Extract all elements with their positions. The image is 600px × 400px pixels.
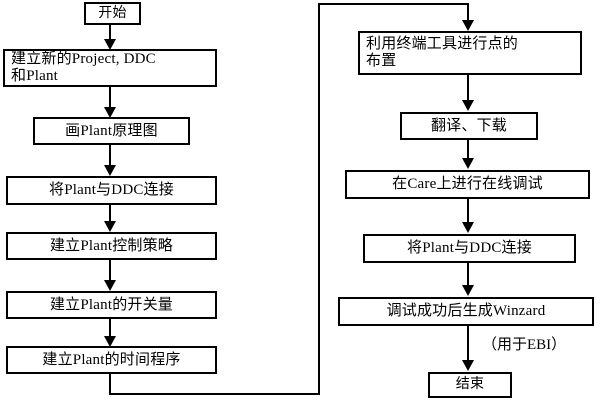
node-time-program[interactable]: 建立Plant的时间程序 [6,346,217,374]
connector-time-program-down [109,374,111,395]
node-generate-winzard-label: 调试成功后生成Winzard [386,303,546,320]
arrowhead-draw-schematic [104,107,116,118]
arrowhead-connect-plant-2 [462,222,474,233]
node-end-label: 结束 [455,377,485,393]
node-create-project-label: 建立新的Project, DDC 和Plant [11,51,156,84]
arrowhead-end [462,360,474,371]
connector-draw-schematic-to-connect-plant-1 [109,145,111,167]
node-create-project[interactable]: 建立新的Project, DDC 和Plant [3,49,217,87]
arrowhead-switch-quantity [104,280,116,291]
node-connect-plant-ddc-1[interactable]: 将Plant与DDC连接 [6,176,217,205]
connector-top-horizontal [318,3,469,5]
connector-online-debug-to-connect-plant-2 [467,199,469,223]
node-online-debug-label: 在Care上进行在线调试 [392,176,543,193]
node-connect-plant-ddc-2-label: 将Plant与DDC连接 [407,240,532,257]
node-switch-quantity[interactable]: 建立Plant的开关量 [6,291,217,319]
connector-start-to-create-project [109,25,111,42]
node-translate-download[interactable]: 翻译、下载 [400,112,538,140]
arrowhead-time-program [104,336,116,347]
connector-right-riser [318,3,320,395]
connector-point-layout-to-translate-download [467,75,469,101]
node-draw-schematic[interactable]: 画Plant原理图 [33,117,190,145]
node-point-layout-label: 利用终端工具进行点的 布置 [366,36,519,69]
node-control-strategy[interactable]: 建立Plant控制策略 [6,232,217,260]
node-online-debug[interactable]: 在Care上进行在线调试 [345,170,590,199]
connector-create-project-to-draw-schematic [109,87,111,108]
winzard-annotation: （用于EBI） [482,337,567,353]
node-point-layout[interactable]: 利用终端工具进行点的 布置 [358,31,582,75]
node-translate-download-label: 翻译、下载 [430,117,507,134]
connector-switch-quantity-to-time-program [109,319,111,337]
node-start-label: 开始 [98,5,127,21]
connector-into-point-layout [467,3,469,21]
arrowhead-translate-download [462,100,474,111]
node-switch-quantity-label: 建立Plant的开关量 [49,296,174,313]
node-end[interactable]: 结束 [428,372,512,398]
connector-control-strategy-to-switch-quantity [109,260,111,282]
connector-generate-winzard-to-end [467,326,469,362]
arrowhead-control-strategy [104,221,116,232]
node-time-program-label: 建立Plant的时间程序 [42,351,181,368]
node-start[interactable]: 开始 [84,2,141,25]
node-control-strategy-label: 建立Plant控制策略 [49,237,174,254]
node-connect-plant-ddc-2[interactable]: 将Plant与DDC连接 [363,234,576,263]
connector-bottom-horizontal [109,393,320,395]
node-connect-plant-ddc-1-label: 将Plant与DDC连接 [49,182,174,199]
arrowhead-create-project [104,39,116,50]
arrowhead-point-layout [462,20,474,31]
connector-connect-plant-2-to-generate-winzard [467,263,469,286]
node-draw-schematic-label: 画Plant原理图 [65,122,158,139]
connector-connect-plant-1-to-control-strategy [109,205,111,224]
arrowhead-generate-winzard [462,285,474,296]
connector-translate-download-to-online-debug [467,140,469,160]
arrowhead-connect-plant-1 [104,165,116,176]
arrowhead-online-debug [462,158,474,169]
node-generate-winzard[interactable]: 调试成功后生成Winzard [338,297,594,326]
